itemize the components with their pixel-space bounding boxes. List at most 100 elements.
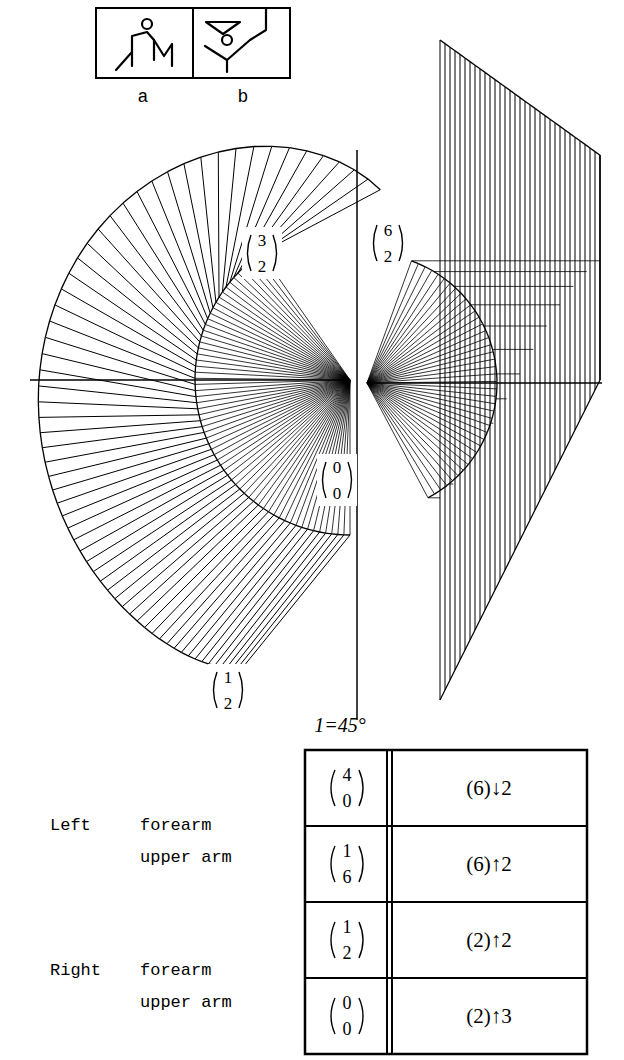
table-cell: (2)↑2	[466, 930, 512, 951]
trace-line	[324, 156, 340, 162]
trace-line	[485, 72, 490, 76]
trace-line	[224, 470, 228, 475]
trace-line	[434, 271, 587, 272]
trace-line	[450, 47, 451, 680]
trace-line	[296, 525, 302, 527]
trace-line	[491, 345, 493, 352]
trace-line	[510, 550, 515, 560]
trace-line	[515, 94, 520, 98]
trace-line	[194, 384, 196, 390]
trace-line	[438, 274, 444, 278]
trace-line	[122, 607, 129, 614]
trace-line	[205, 319, 207, 325]
trace-line	[530, 105, 535, 109]
trace-line	[550, 470, 555, 480]
trace-line	[367, 288, 456, 383]
trace-line	[367, 274, 438, 383]
trace-line	[202, 662, 209, 664]
figure-symbol-b	[205, 8, 266, 72]
trace-line	[110, 203, 123, 216]
table-cell: (6)↓2	[466, 778, 512, 799]
trace-line	[238, 535, 344, 668]
trace-line	[520, 98, 525, 102]
symbol-boxes	[96, 8, 290, 78]
trace-line	[307, 151, 324, 156]
trace-line	[269, 380, 351, 512]
trace-line	[565, 130, 570, 134]
trace-line	[595, 152, 600, 156]
trace-line	[545, 480, 550, 490]
trace-line	[201, 330, 203, 336]
trace-line	[455, 51, 460, 55]
trace-line	[203, 324, 205, 330]
trace-line	[40, 354, 42, 370]
trace-line	[590, 148, 595, 152]
trace-line	[493, 349, 534, 350]
position-number: 1	[224, 669, 233, 686]
trace-line	[80, 470, 224, 551]
trace-line	[480, 69, 485, 73]
trace-line	[202, 529, 308, 662]
trace-line	[496, 389, 498, 397]
trace-line	[481, 439, 484, 446]
trace-line	[496, 374, 498, 382]
trace-line	[290, 523, 296, 525]
trace-line	[480, 69, 481, 620]
limb-label: forearm	[140, 817, 211, 834]
trace-line	[230, 282, 350, 380]
trace-line	[525, 101, 526, 530]
trace-line	[242, 269, 350, 380]
trace-line	[354, 170, 368, 179]
trace-line	[195, 366, 197, 372]
trace-line	[199, 415, 200, 421]
trace-line	[344, 534, 350, 535]
trace-line	[465, 58, 466, 650]
trace-line	[339, 162, 354, 170]
trace-line	[428, 494, 435, 498]
trace-line	[595, 380, 600, 390]
trace-line	[240, 380, 350, 489]
trace-line	[367, 283, 450, 383]
trace-line	[460, 54, 461, 660]
table-cell: 2	[343, 944, 352, 962]
trace-line	[93, 572, 100, 582]
trace-line	[505, 560, 510, 570]
trace-line	[201, 157, 216, 302]
trace-line	[208, 531, 313, 664]
trace-line	[314, 531, 320, 532]
trace-line	[475, 65, 480, 69]
trace-line	[196, 354, 198, 360]
trace-line	[218, 152, 220, 297]
trace-line	[550, 119, 555, 123]
trace-line	[195, 380, 350, 391]
trace-line	[38, 386, 40, 402]
trace-line	[205, 324, 350, 380]
trace-line	[367, 383, 487, 433]
trace-line	[367, 264, 418, 383]
trace-line	[137, 181, 152, 192]
trace-line	[152, 633, 159, 639]
trace-line	[495, 80, 496, 590]
trace-line	[545, 116, 546, 490]
trace-line	[540, 112, 545, 116]
trace-line	[206, 438, 208, 444]
trace-line	[204, 432, 206, 438]
trace-line	[279, 518, 285, 521]
trace-line	[211, 449, 214, 454]
trace-line	[367, 383, 441, 490]
trace-line	[332, 533, 338, 535]
limb-label: Left	[50, 817, 91, 834]
trace-line	[50, 321, 195, 378]
trace-line	[367, 270, 432, 383]
trace-line	[42, 427, 202, 448]
trace-line	[302, 527, 308, 529]
trace-line	[254, 146, 272, 147]
trace-line	[214, 380, 350, 455]
trace-line	[188, 656, 195, 659]
trace-line	[590, 148, 591, 400]
trace-line	[441, 486, 447, 490]
trace-line	[338, 534, 344, 536]
trace-line	[39, 386, 197, 403]
trace-line	[53, 490, 58, 503]
trace-line	[490, 76, 495, 80]
